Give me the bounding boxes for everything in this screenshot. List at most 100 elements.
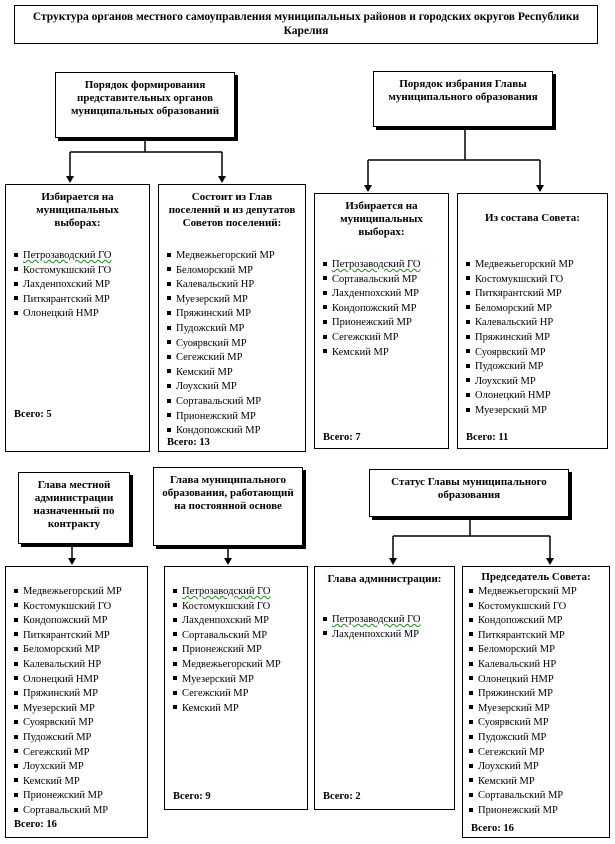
election-council-total: Всего: 11 (466, 432, 509, 443)
list-item: Медвежьегорский МР (14, 585, 122, 600)
list-item: Пряжинский МР (466, 331, 574, 346)
formation-elected-total: Всего: 5 (14, 409, 52, 420)
list-item: Пряжинский МР (167, 307, 275, 322)
list-item: Кондопожский МР (14, 614, 122, 629)
list-item: Кондопожский МР (167, 424, 275, 439)
admin-head-total: Всего: 16 (14, 819, 57, 830)
list-item: Беломорский МР (14, 643, 122, 658)
list-item: Олонецкий НМР (466, 389, 574, 404)
list-item: Калевальский НР (14, 658, 122, 673)
list-item: Медвежьегорский МР (466, 258, 574, 273)
list-item: Питкярантский МР (466, 287, 574, 302)
status-heading-box: Статус Главы муниципального образования (369, 469, 569, 517)
list-item: Кондопожский МР (469, 614, 577, 629)
list-item: Суоярвский МР (469, 716, 577, 731)
list-item: Калевальский НР (466, 316, 574, 331)
list-item: Кондопожский МР (323, 302, 420, 317)
formation-heading: Порядок формирования представительных ор… (70, 79, 220, 117)
list-item: Пудожский МР (466, 360, 574, 375)
election-elected-heading: Избирается на муниципальных выборах: (340, 200, 423, 238)
list-item: Питкярантский МР (14, 629, 122, 644)
election-elected-total: Всего: 7 (323, 432, 361, 443)
status-chair-heading: Председатель Совета: (481, 571, 591, 583)
list-item: Калевальский НР (469, 658, 577, 673)
list-item: Питкярантский МР (14, 293, 111, 308)
list-item: Кемский МР (167, 366, 275, 381)
list-item: Сегежский МР (469, 746, 577, 761)
list-item: Сортавальский МР (469, 789, 577, 804)
list-item: Петрозаводский ГО (323, 613, 420, 628)
list-item: Сегежский МР (167, 351, 275, 366)
list-item: Беломорский МР (466, 302, 574, 317)
formation-heading-box: Порядок формирования представительных ор… (55, 72, 235, 138)
formation-composed-total: Всего: 13 (167, 437, 210, 448)
list-item: Питкярантский МР (469, 629, 577, 644)
list-item: Прионежский МР (469, 804, 577, 819)
list-item: Сортавальский МР (167, 395, 275, 410)
list-item: Муезерский МР (173, 673, 281, 688)
list-item: Лахденпохский МР (173, 614, 281, 629)
election-elected-box: Избирается на муниципальных выборах: Пет… (314, 193, 449, 449)
list-item: Пудожский МР (14, 731, 122, 746)
formation-composed-heading: Состоит из Глав поселений и из депутатов… (168, 191, 296, 229)
list-item: Беломорский МР (469, 643, 577, 658)
diagram-title: Структура органов местного самоуправлени… (14, 5, 598, 44)
list-item: Сортавальский МР (173, 629, 281, 644)
status-admin-heading: Глава администрации: (327, 573, 442, 585)
list-item: Муезерский МР (469, 702, 577, 717)
list-item: Прионежский МР (323, 316, 420, 331)
list-item: Лахденпохский МР (14, 278, 111, 293)
list-item: Лахденпохский МР (323, 287, 420, 302)
list-item: Сортавальский МР (323, 273, 420, 288)
list-item: Костомукшский ГО (14, 264, 111, 279)
list-item: Пудожский МР (167, 322, 275, 337)
list-item: Суоярвский МР (167, 337, 275, 352)
list-item: Прионежский МР (173, 643, 281, 658)
list-item: Муезерский МР (466, 404, 574, 419)
list-item: Олонецкий НМР (469, 673, 577, 688)
list-item: Суоярвский МР (14, 716, 122, 731)
list-item: Беломорский МР (167, 264, 275, 279)
list-item: Пудожский МР (469, 731, 577, 746)
election-council-heading: Из состава Совета: (485, 212, 580, 224)
list-item: Муезерский МР (14, 702, 122, 717)
list-item: Калевальский НР (167, 278, 275, 293)
list-item: Лоухский МР (14, 760, 122, 775)
list-item: Олонецкий НМР (14, 673, 122, 688)
list-item: Медвежьегорский МР (167, 249, 275, 264)
formation-elected-box: Избирается на муниципальных выборах: Пет… (5, 184, 150, 452)
list-item: Петрозаводский ГО (173, 585, 281, 600)
status-chair-total: Всего: 16 (471, 823, 514, 834)
list-item: Прионежский МР (167, 410, 275, 425)
election-heading: Порядок избрания Главы муниципального об… (388, 78, 538, 103)
list-item: Петрозаводский ГО (323, 258, 420, 273)
election-heading-box: Порядок избрания Главы муниципального об… (373, 71, 553, 127)
list-item: Костомукшский ГО (469, 600, 577, 615)
list-item: Медвежьегорский МР (469, 585, 577, 600)
list-item: Медвежьегорский МР (173, 658, 281, 673)
permanent-head-heading: Глава муниципального образования, работа… (162, 474, 294, 512)
formation-elected-heading: Избирается на муниципальных выборах: (36, 191, 119, 229)
list-item: Пряжинский МР (469, 687, 577, 702)
list-item: Костомукшский ГО (466, 273, 574, 288)
list-item: Костомукшский ГО (173, 600, 281, 615)
status-heading: Статус Главы муниципального образования (391, 476, 547, 501)
list-item: Кемский МР (469, 775, 577, 790)
list-item: Сегежский МР (14, 746, 122, 761)
permanent-head-heading-box: Глава муниципального образования, работа… (153, 467, 303, 546)
list-item: Муезерский МР (167, 293, 275, 308)
list-item: Пряжинский МР (14, 687, 122, 702)
list-item: Олонецкий НМР (14, 307, 111, 322)
list-item: Костомукшский ГО (14, 600, 122, 615)
